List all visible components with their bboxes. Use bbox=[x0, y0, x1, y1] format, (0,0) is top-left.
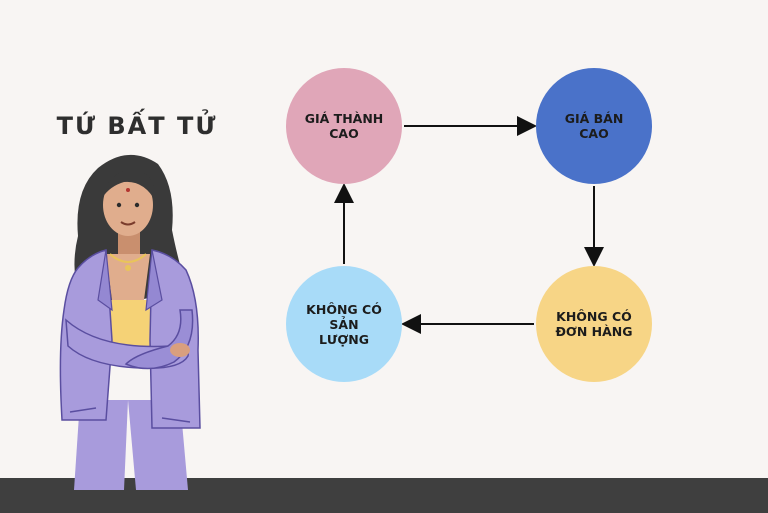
woman-illustration-icon bbox=[59, 154, 201, 490]
node-gia-thanh-cao: GIÁ THÀNH CAO bbox=[286, 68, 402, 184]
page-title: TỨ BẤT TỬ bbox=[56, 112, 218, 140]
node-khong-co-don-hang: KHÔNG CÓ ĐƠN HÀNG bbox=[536, 266, 652, 382]
floor-band bbox=[0, 478, 768, 513]
node-gia-ban-cao: GIÁ BÁN CAO bbox=[536, 68, 652, 184]
node-khong-co-san-luong: KHÔNG CÓ SẢN LƯỢNG bbox=[286, 266, 402, 382]
